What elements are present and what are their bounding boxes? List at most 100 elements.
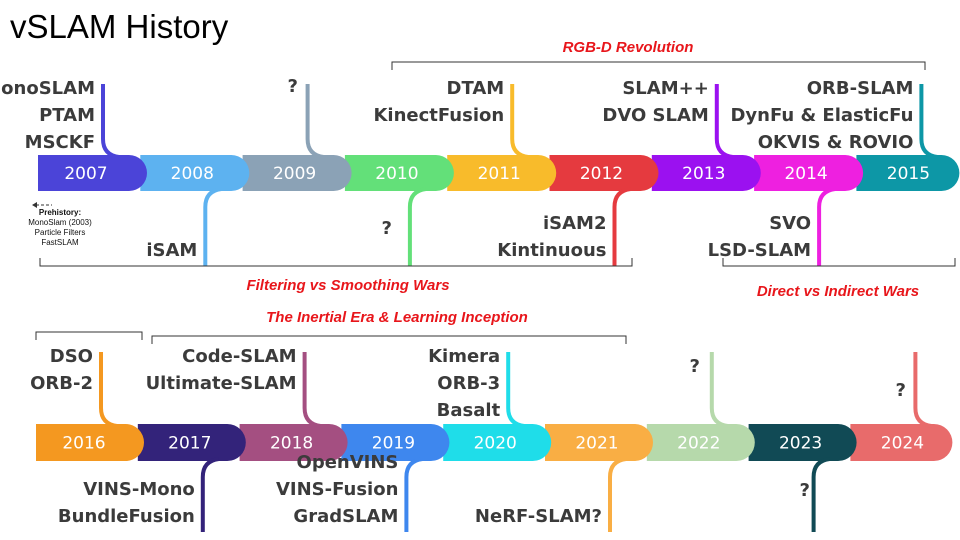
connector-2015 — [919, 84, 938, 159]
event-label-kintinuous: Kintinuous — [497, 240, 606, 261]
year-segment-2011 — [447, 155, 557, 191]
connector-2013 — [714, 84, 734, 159]
event-label-ptam: PTAM — [39, 105, 95, 126]
year-label-2024: 2024 — [881, 434, 924, 454]
event-label-dso: DSO — [50, 346, 93, 367]
event-label-dynfu-and-elasticfu: DynFu & ElasticFu — [730, 105, 913, 126]
year-segment-2012 — [549, 155, 659, 191]
timeline-row-2016-2024: 2016DSOORB-22017VINS-MonoBundleFusion201… — [30, 346, 953, 532]
year-segment-2023 — [748, 424, 857, 461]
prehistory-heading: Prehistory: — [39, 208, 81, 217]
event-label-question: ? — [382, 218, 392, 239]
year-label-2019: 2019 — [372, 434, 415, 454]
label-layer: 2016DSOORB-22017VINS-MonoBundleFusion201… — [30, 346, 924, 527]
event-label-lsd-slam: LSD-SLAM — [708, 240, 811, 261]
year-segment-2021 — [545, 424, 653, 461]
era-label-inertial: The Inertial Era & Learning Inception — [266, 309, 528, 326]
event-label-kimera: Kimera — [428, 346, 500, 367]
event-label-question: ? — [800, 480, 810, 501]
connector-2008 — [203, 187, 222, 266]
connector-2016 — [99, 352, 118, 428]
event-label-question: ? — [896, 380, 906, 401]
connector-2011 — [510, 84, 529, 159]
event-label-orb-3: ORB-3 — [437, 373, 500, 394]
era-label-direct: Direct vs Indirect Wars — [757, 283, 919, 300]
year-label-2009: 2009 — [273, 164, 316, 184]
era-bracket-direct: Direct vs Indirect Wars — [722, 258, 956, 300]
year-label-2022: 2022 — [677, 434, 720, 454]
prehistory-note: Prehistory: MonoSlam (2003) Particle Fil… — [28, 202, 92, 247]
connector-2009 — [305, 84, 324, 159]
era-bracket-filtering: Filtering vs Smoothing Wars — [39, 258, 633, 294]
connector-2014 — [817, 187, 836, 266]
connector-layer — [101, 84, 938, 266]
event-label-ultimate-slam: Ultimate-SLAM — [146, 373, 297, 394]
year-label-2020: 2020 — [474, 434, 517, 454]
event-label-svo: SVO — [769, 213, 811, 234]
timeline-row-2007-2015: 2007 MonoSLAM PTAM MSCKF 2008 iSAM 2009? 2010? 2… — [0, 76, 960, 266]
event-label-basalt: Basalt — [437, 400, 501, 421]
year-label-2015: 2015 — [887, 164, 930, 184]
connector-2018 — [302, 352, 321, 428]
event-label-okvis-and-rovio: OKVIS & ROVIO — [758, 132, 914, 153]
year-label-2021: 2021 — [575, 434, 618, 454]
year-segment-2017 — [137, 424, 246, 461]
connector-2019 — [404, 457, 423, 532]
year-segment-2009 — [242, 155, 352, 191]
prehistory-item: Particle Filters — [35, 228, 86, 237]
event-label-openvins: OpenVINS — [297, 452, 399, 473]
connector-2020 — [506, 352, 525, 428]
event-label-orb-2: ORB-2 — [30, 373, 93, 394]
year-label-2011: 2011 — [478, 164, 521, 184]
event-label-gradslam: GradSLAM — [293, 506, 398, 527]
segment-layer — [38, 155, 960, 191]
page-title: vSLAM History — [10, 8, 229, 45]
event-label-isam: iSAM — [146, 240, 197, 261]
event-label-orb-slam: ORB-SLAM — [807, 78, 914, 99]
year-segment-2008 — [140, 155, 250, 191]
connector-layer — [99, 352, 932, 532]
era-bracket-rgbd: RGB-D Revolution — [391, 39, 926, 70]
year-label-2023: 2023 — [779, 434, 822, 454]
year-label-2008: 2008 — [171, 164, 214, 184]
event-label-dtam: DTAM — [447, 78, 505, 99]
year-segment-2022 — [646, 424, 755, 461]
year-segment-2013 — [651, 155, 761, 191]
connector-2012 — [612, 187, 631, 266]
event-label-slamplusplus: SLAM++ — [622, 78, 708, 99]
connector-2022 — [709, 352, 729, 428]
event-label-kinectfusion: KinectFusion — [373, 105, 504, 126]
event-label-code-slam: Code-SLAM — [182, 346, 296, 367]
year-label-2010: 2010 — [375, 164, 418, 184]
prehistory-item: MonoSlam (2003) — [28, 218, 92, 227]
event-label-vins-mono: VINS-Mono — [83, 479, 195, 500]
year-segment-2015 — [856, 155, 960, 191]
era-bracket-inertial: The Inertial Era & Learning Inception — [35, 309, 627, 344]
year-segment-2016 — [36, 424, 144, 461]
event-label-question: ? — [288, 76, 298, 97]
era-label-rgbd: RGB-D Revolution — [563, 39, 694, 56]
connector-2017 — [200, 457, 220, 532]
year-segment-2014 — [754, 155, 864, 191]
year-segment-2018 — [239, 424, 348, 461]
event-label-bundlefusion: BundleFusion — [58, 506, 195, 527]
event-label-question: ? — [690, 356, 700, 377]
event-label-isam2: iSAM2 — [543, 213, 607, 234]
era-label-filtering: Filtering vs Smoothing Wars — [246, 277, 449, 294]
connector-2023 — [811, 457, 830, 532]
year-label-2012: 2012 — [580, 164, 623, 184]
year-label-2007: 2007 — [64, 164, 107, 184]
year-label-2013: 2013 — [682, 164, 725, 184]
segment-layer — [36, 424, 953, 461]
event-label-msckf: MSCKF — [25, 132, 95, 153]
event-label-dvo-slam: DVO SLAM — [602, 105, 708, 126]
year-segment-2010 — [344, 155, 454, 191]
year-label-2018: 2018 — [270, 434, 313, 454]
event-label-vins-fusion: VINS-Fusion — [276, 479, 398, 500]
year-segment-2007 — [38, 155, 147, 191]
event-label-monoslam: MonoSLAM — [0, 78, 95, 99]
connector-2021 — [608, 457, 627, 532]
year-label-2017: 2017 — [168, 434, 211, 454]
year-segment-2020 — [443, 424, 552, 461]
